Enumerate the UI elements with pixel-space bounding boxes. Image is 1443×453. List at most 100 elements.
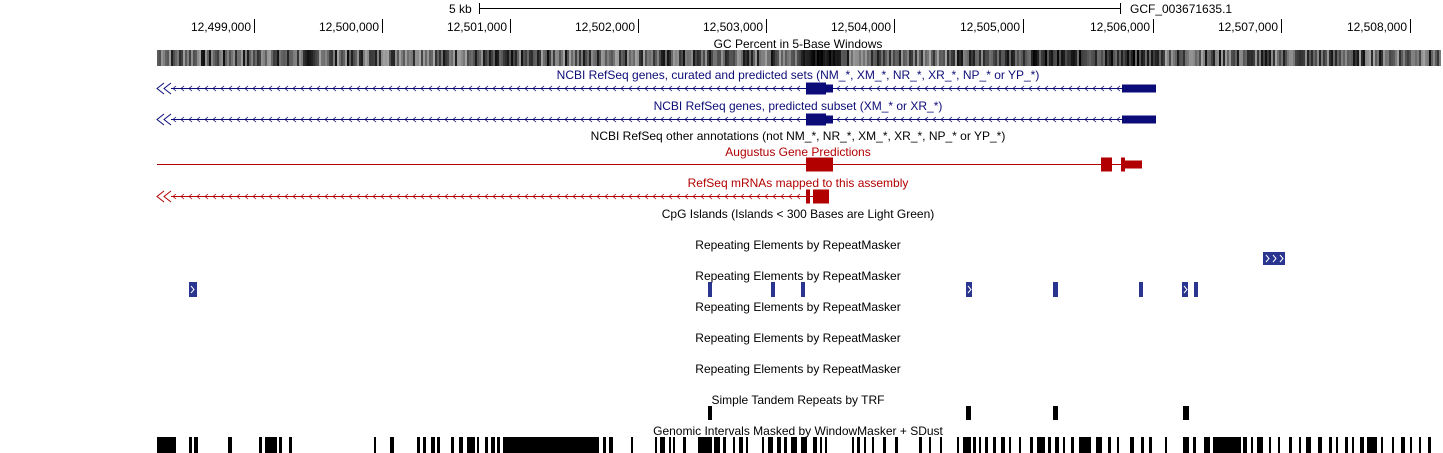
refseq-mrna-strand-arrow xyxy=(652,193,657,200)
gc-percent-bar xyxy=(1045,50,1047,66)
gc-percent-bar xyxy=(373,50,375,66)
gc-percent-bar xyxy=(573,50,575,66)
windowmasker-interval xyxy=(1269,437,1271,453)
gc-percent-bar xyxy=(1069,50,1071,66)
refseq-predicted-gene-strand-arrow xyxy=(180,116,185,123)
refseq-predicted-gene-strand-arrow xyxy=(1028,116,1033,123)
refseq-predicted-gene-strand-arrow xyxy=(644,116,649,123)
refseq-curated-gene-strand-arrow xyxy=(956,85,961,92)
gc-percent-bar xyxy=(1377,50,1379,66)
track-label-augustus[interactable]: Augustus Gene Predictions xyxy=(725,145,871,159)
refseq-predicted-gene-strand-arrow xyxy=(228,116,233,123)
gc-percent-bar xyxy=(449,50,451,66)
windowmasker-interval xyxy=(733,437,735,453)
gc-percent-bar xyxy=(901,50,903,66)
gc-percent-bar xyxy=(311,50,313,66)
refseq-curated-gene-strand-arrow xyxy=(244,85,249,92)
refseq-predicted-gene-exon xyxy=(1122,115,1156,124)
track-label-repeatmasker-5[interactable]: Repeating Elements by RepeatMasker xyxy=(695,362,901,376)
gc-percent-bar xyxy=(943,50,945,66)
windowmasker-interval xyxy=(503,437,599,453)
track-label-trf[interactable]: Simple Tandem Repeats by TRF xyxy=(711,393,885,407)
refseq-predicted-gene-strand-arrow xyxy=(564,116,569,123)
track-label-windowmasker[interactable]: Genomic Intervals Masked by WindowMasker… xyxy=(653,424,943,438)
refseq-curated-gene-strand-arrow xyxy=(540,85,545,92)
gc-percent-bar xyxy=(1207,50,1209,66)
gc-percent-bar xyxy=(971,50,973,66)
gc-percent-bar xyxy=(523,50,525,66)
gc-percent-bar xyxy=(427,50,429,66)
gc-percent-bar xyxy=(663,50,665,66)
gc-percent-bar xyxy=(1429,50,1431,66)
augustus-gene-exon xyxy=(1101,157,1112,172)
refseq-curated-gene-strand-arrow xyxy=(1028,85,1033,92)
track-label-repeatmasker-2[interactable]: Repeating Elements by RepeatMasker xyxy=(695,269,901,283)
gc-percent-bar xyxy=(233,50,235,66)
gc-percent-bar xyxy=(843,50,845,66)
gc-percent-bar xyxy=(1175,50,1177,66)
gc-percent-bar xyxy=(913,50,915,66)
gc-percent-bar xyxy=(1289,50,1291,66)
refseq-predicted-gene-strand-arrow xyxy=(732,116,737,123)
windowmasker-interval xyxy=(739,437,743,453)
track-label-gc-percent[interactable]: GC Percent in 5-Base Windows xyxy=(713,37,883,51)
refseq-curated-gene-strand-arrow xyxy=(732,85,737,92)
refseq-predicted-gene-strand-arrow xyxy=(172,116,177,123)
windowmasker-interval xyxy=(1141,437,1144,453)
track-label-cpg-islands[interactable]: CpG Islands (Islands < 300 Bases are Lig… xyxy=(661,207,935,221)
gc-percent-bar xyxy=(217,50,219,66)
windowmasker-interval xyxy=(194,437,198,453)
windowmasker-interval xyxy=(825,437,827,453)
windowmasker-interval xyxy=(1251,437,1253,453)
ruler-tick-label: 12,508,000 xyxy=(1346,20,1407,34)
gc-percent-bar xyxy=(413,50,415,66)
gc-percent-bar xyxy=(1213,50,1215,66)
gc-percent-bar xyxy=(305,50,307,66)
track-label-repeatmasker-1[interactable]: Repeating Elements by RepeatMasker xyxy=(695,238,901,252)
gc-percent-bar xyxy=(689,50,691,66)
refseq-predicted-gene-strand-arrow xyxy=(284,116,289,123)
gc-percent-bar xyxy=(317,50,319,66)
windowmasker-interval xyxy=(963,437,971,453)
refseq-predicted-gene-strand-arrow xyxy=(444,116,449,123)
refseq-curated-gene-strand-arrow xyxy=(604,85,609,92)
refseq-predicted-gene-strand-arrow xyxy=(204,116,209,123)
refseq-curated-gene-strand-arrow xyxy=(284,85,289,92)
gc-percent-bar xyxy=(753,50,755,66)
gc-percent-bar xyxy=(845,50,847,66)
gc-percent-bar xyxy=(1435,50,1437,66)
track-label-repeatmasker-4[interactable]: Repeating Elements by RepeatMasker xyxy=(695,331,901,345)
gc-percent-bar xyxy=(801,50,803,66)
gc-percent-bar xyxy=(769,50,771,66)
gc-percent-bar xyxy=(637,50,639,66)
windowmasker-interval xyxy=(777,437,781,453)
gc-percent-bar xyxy=(719,50,721,66)
track-label-repeatmasker-3[interactable]: Repeating Elements by RepeatMasker xyxy=(695,300,901,314)
gc-percent-bar xyxy=(1065,50,1067,66)
gc-percent-bar xyxy=(775,50,777,66)
gc-percent-bar xyxy=(761,50,763,66)
gc-percent-bar xyxy=(411,50,413,66)
refseq-curated-gene-strand-arrow xyxy=(428,85,433,92)
gc-percent-bar xyxy=(175,50,177,66)
track-label-refseq-curated[interactable]: NCBI RefSeq genes, curated and predicted… xyxy=(556,68,1040,82)
refseq-curated-gene-exon xyxy=(1122,84,1156,93)
refseq-curated-gene-strand-arrow xyxy=(460,85,465,92)
refseq-predicted-gene-strand-arrow xyxy=(532,116,537,123)
track-label-refseq-mrna[interactable]: RefSeq mRNAs mapped to this assembly xyxy=(687,176,909,190)
refseq-mrna-strand-arrow xyxy=(780,193,785,200)
refseq-mrna-strand-arrow xyxy=(196,193,201,200)
track-label-refseq-predicted[interactable]: NCBI RefSeq genes, predicted subset (XM_… xyxy=(653,99,943,113)
gc-percent-bar xyxy=(757,50,759,66)
gc-percent-bar xyxy=(581,50,583,66)
gc-percent-bar xyxy=(951,50,953,66)
gc-percent-bar xyxy=(781,50,783,66)
refseq-mrna-strand-arrow xyxy=(316,193,321,200)
refseq-curated-gene-strand-arrow xyxy=(404,85,409,92)
gc-percent-bar xyxy=(261,50,263,66)
gc-percent-bar xyxy=(1013,50,1015,66)
gc-percent-bar xyxy=(939,50,941,66)
track-label-refseq-other[interactable]: NCBI RefSeq other annotations (not NM_*,… xyxy=(590,129,1006,143)
